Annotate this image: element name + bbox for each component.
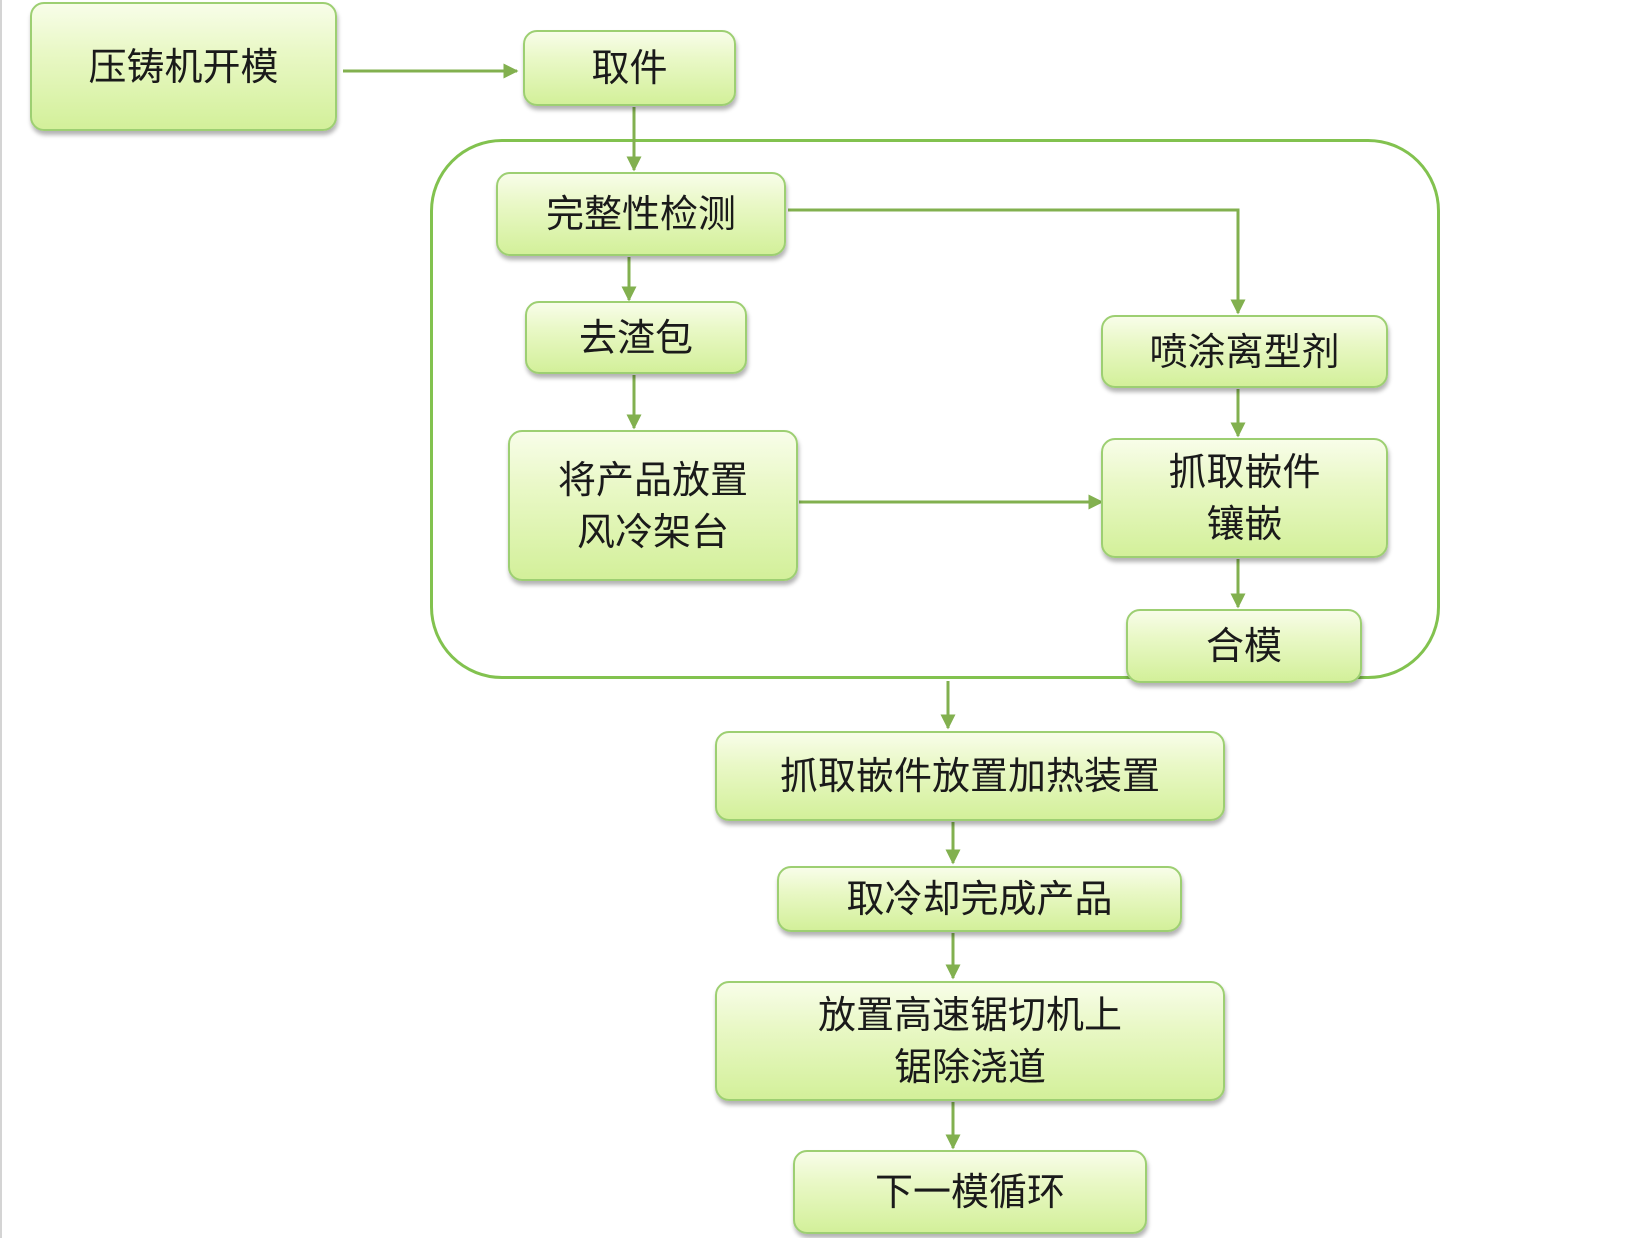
node-spray-release: 喷涂离型剂 — [1101, 315, 1388, 388]
node-next-cycle: 下一模循环 — [793, 1150, 1147, 1234]
arrow-integrity-check-to-spray-release — [788, 208, 1246, 315]
node-saw-runner: 放置高速锯切机上 锯除浇道 — [715, 981, 1225, 1101]
node-close-die: 合模 — [1126, 609, 1362, 683]
node-grab-insert: 抓取嵌件 镶嵌 — [1101, 438, 1388, 558]
node-take-cooled: 取冷却完成产品 — [777, 866, 1182, 932]
node-take-part: 取件 — [523, 30, 736, 106]
node-integrity-check: 完整性检测 — [496, 172, 786, 256]
node-place-cooling: 将产品放置 风冷架台 — [508, 430, 798, 581]
parallel-process-group-frame — [430, 139, 1440, 679]
node-heat-insert: 抓取嵌件放置加热装置 — [715, 731, 1225, 821]
left-edge-rule — [0, 0, 2, 1238]
node-die-open: 压铸机开模 — [30, 2, 337, 131]
node-remove-slag: 去渣包 — [525, 301, 747, 374]
